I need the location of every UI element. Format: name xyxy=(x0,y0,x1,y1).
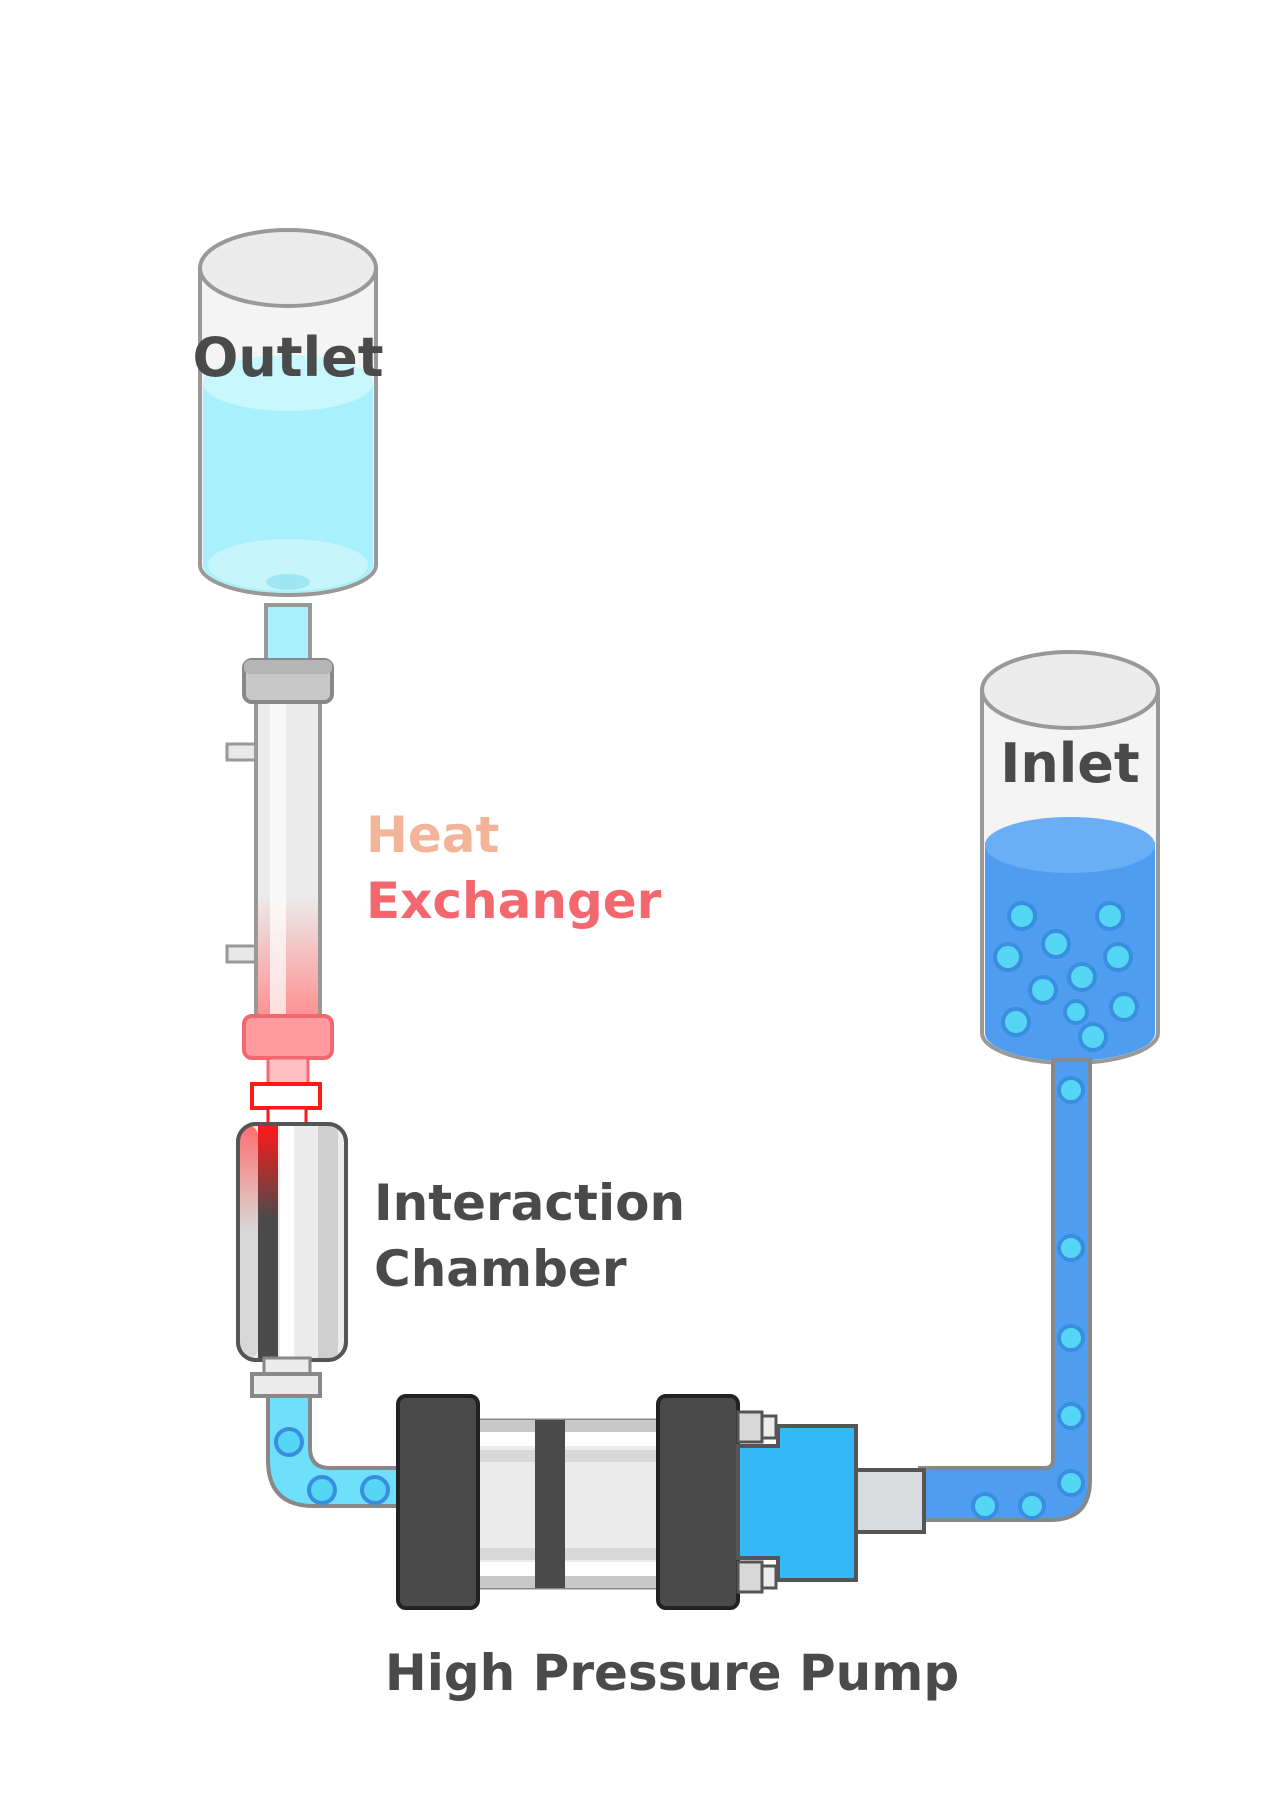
particles xyxy=(993,901,1139,1052)
bubble xyxy=(274,1427,304,1457)
interaction-chamber xyxy=(236,1082,348,1398)
bubble xyxy=(360,1475,390,1505)
bubble xyxy=(1057,1324,1085,1352)
bubble xyxy=(1057,1402,1085,1430)
outlet-label: Outlet xyxy=(192,326,383,389)
bubble xyxy=(1057,1469,1085,1497)
inlet-label: Inlet xyxy=(1000,732,1139,795)
interaction-chamber-label-line1: Interaction xyxy=(374,1174,685,1232)
bubble xyxy=(971,1492,999,1520)
heat-exchanger-bottom-collar xyxy=(242,1014,334,1060)
return-pipe xyxy=(266,1394,402,1508)
outlet-beaker xyxy=(198,228,378,597)
heat-exchanger-label-line2: Exchanger xyxy=(366,872,662,930)
bubble xyxy=(307,1475,337,1505)
inlet-pipe xyxy=(918,1058,1092,1522)
heat-exchanger-label-line1: Heat xyxy=(366,806,499,864)
high-pressure-pump xyxy=(396,1394,926,1610)
interaction-chamber-label-line2: Chamber xyxy=(374,1240,627,1298)
heat-exchanger xyxy=(225,658,334,1088)
inlet-beaker xyxy=(980,650,1160,1065)
bubble xyxy=(1057,1076,1085,1104)
bubble xyxy=(1018,1492,1046,1520)
bubble xyxy=(1057,1234,1085,1262)
pump-label: High Pressure Pump xyxy=(385,1644,959,1702)
